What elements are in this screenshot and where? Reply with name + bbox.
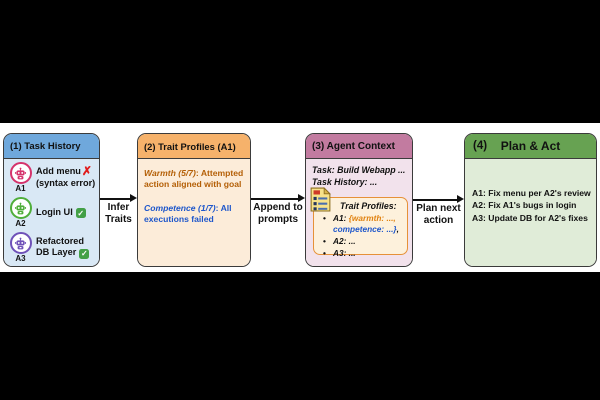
arrowhead-icon: [457, 195, 464, 203]
plan-next-action-label: Plan next action: [416, 203, 461, 226]
plan-next-action-arrow: Plan next action: [413, 195, 464, 235]
arrow-shaft: [413, 199, 459, 201]
callout-item-a2: • A2: ...: [323, 236, 404, 247]
agent-a2: A2: [8, 197, 33, 228]
task-a2-text: Login UI✓: [36, 207, 86, 219]
trait-profiles-body: Warmth (5/7): Attempted action aligned w…: [138, 159, 250, 266]
bullet-icon: •: [323, 247, 326, 258]
append-prompts-label: Append to prompts: [253, 202, 303, 225]
append-prompts-arrow: Append to prompts: [251, 194, 305, 234]
task-row-a3: A3 Refactored DB Layer✓: [8, 232, 97, 263]
task-a1-line1: Add menu: [36, 166, 81, 177]
callout-a1-text: A1: {warmth: ..., competence: ...},: [333, 213, 399, 234]
task-a1-line2: (syntax error): [36, 177, 96, 188]
robot-a2-icon: [9, 197, 32, 219]
infer-traits-label: Infer Traits: [105, 202, 132, 225]
bullet-icon: •: [323, 235, 326, 246]
warmth-trait: Warmth (5/7): Attempted action aligned w…: [144, 168, 244, 189]
arrowhead-icon: [298, 194, 305, 202]
task-a2-line1: Login UI: [36, 206, 73, 217]
plan-and-act-number: (4): [473, 140, 488, 152]
callout-item-a1: • A1: {warmth: ..., competence: ...},: [323, 213, 404, 235]
callout-item-a3: • A3: ...: [323, 248, 404, 259]
task-row-a2: A2 Login UI✓: [8, 197, 97, 228]
agent-context-title: (3) Agent Context: [306, 134, 412, 159]
task-a3-text: Refactored DB Layer✓: [36, 236, 90, 259]
task-a3-line2: DB Layer: [36, 247, 77, 258]
memo-checklist-icon: [310, 186, 331, 212]
plan-line-a2: A2: Fix A1's bugs in login: [472, 200, 577, 211]
success-icon: ✓: [79, 248, 90, 259]
infer-traits-arrow: Infer Traits: [100, 194, 137, 234]
competence-trait: Competence (1/7): All executions failed: [144, 203, 232, 224]
plan-and-act-header: (4) Plan & Act: [465, 134, 596, 159]
task-history-title: (1) Task History: [4, 134, 99, 159]
robot-a1-icon: [9, 162, 32, 184]
task-a1-text: Add menu✗ (syntax error): [36, 164, 96, 188]
arrow-shaft: [251, 198, 300, 200]
task-a3-line1: Refactored: [36, 236, 84, 247]
agent-a1: A1: [8, 162, 33, 193]
callout-a3-text: A3: ...: [333, 247, 356, 258]
trait-profiles-box: (2) Trait Profiles (A1) Warmth (5/7): At…: [137, 133, 251, 267]
plan-and-act-title: Plan & Act: [500, 139, 561, 153]
fail-icon: ✗: [81, 164, 92, 179]
agent-context-body: Task: Build Webapp ... Task History: ...…: [306, 159, 412, 266]
bullet-icon: •: [323, 213, 326, 224]
callout-a2-text: A2: ...: [333, 235, 356, 246]
figure-canvas: (1) Task History A1 Add menu✗ (syntax er…: [0, 123, 600, 272]
robot-a3-icon: [9, 232, 32, 254]
plan-and-act-box: (4) Plan & Act A1: Fix menu per A2's rev…: [464, 133, 597, 267]
context-task-line: Task: Build Webapp ...: [312, 165, 406, 175]
task-history-body: A1 Add menu✗ (syntax error) A2: [4, 159, 99, 266]
agent-a2-label: A2: [15, 219, 26, 228]
task-history-box: (1) Task History A1 Add menu✗ (syntax er…: [3, 133, 100, 267]
context-history-line: Task History: ...: [312, 176, 378, 187]
callout-title: Trait Profiles:: [340, 200, 397, 211]
agent-a1-label: A1: [15, 184, 26, 193]
plan-and-act-body: A1: Fix menu per A2's review A2: Fix A1'…: [465, 159, 596, 266]
trait-profiles-title: (2) Trait Profiles (A1): [138, 134, 250, 159]
success-icon: ✓: [75, 208, 86, 219]
plan-line-a3: A3: Update DB for A2's fixes: [472, 212, 588, 223]
arrowhead-icon: [130, 194, 137, 202]
agent-context-box: (3) Agent Context Task: Build Webapp ...…: [305, 133, 413, 267]
agent-a3: A3: [8, 232, 33, 263]
trait-profiles-callout: Trait Profiles: • A1: {warmth: ..., comp…: [310, 186, 408, 258]
task-row-a1: A1 Add menu✗ (syntax error): [8, 162, 97, 193]
plan-line-a1: A1: Fix menu per A2's review: [472, 188, 591, 198]
arrow-shaft: [100, 198, 132, 200]
agent-a3-label: A3: [15, 254, 26, 263]
